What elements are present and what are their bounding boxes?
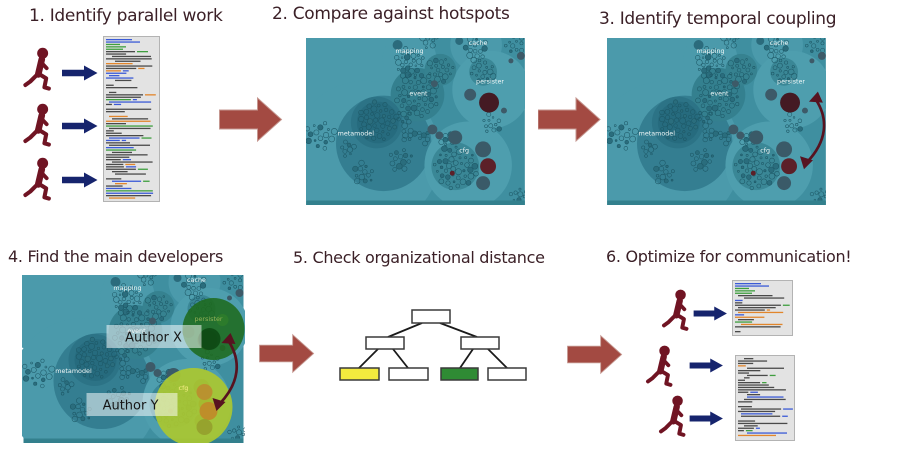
work-arrow-icon xyxy=(62,118,98,134)
package-label-event: event xyxy=(710,91,729,98)
running-person-icon xyxy=(646,345,673,387)
step-5-title: 5. Check organizational distance xyxy=(293,248,545,267)
temporal-coupling-map: mapping cache event persister metamodel cfg xyxy=(607,38,826,205)
main-developers-map: mappingcacheeventpersistermetamodelcfgpe… xyxy=(22,275,245,443)
package-label-mapping: mapping xyxy=(113,284,141,292)
code-listing-thumbnail xyxy=(732,280,793,336)
flow-arrow-icon xyxy=(538,96,601,143)
step-2-title: 2. Compare against hotspots xyxy=(272,4,510,24)
step-4-title: 4. Find the main developers xyxy=(8,247,223,266)
running-person-icon xyxy=(23,157,51,201)
package-label-cfg: cfg xyxy=(459,147,469,154)
developer-icon xyxy=(22,47,58,93)
org-node xyxy=(411,309,451,324)
big-right-arrow-icon xyxy=(567,334,623,375)
step-6-title: 6. Optimize for communication! xyxy=(606,247,852,266)
flow-arrow-icon xyxy=(256,333,318,374)
developer-icon xyxy=(658,394,692,440)
right-arrow-icon xyxy=(62,118,98,134)
org-node xyxy=(339,367,380,381)
package-label-metamodel: metamodel xyxy=(338,130,375,137)
package-label-cache: cache xyxy=(770,40,789,47)
developer-icon xyxy=(645,344,679,390)
developer-icon xyxy=(22,103,58,149)
big-right-arrow-icon xyxy=(219,96,283,143)
package-label-cfg: cfg xyxy=(179,384,189,392)
package-label-cache: cache xyxy=(469,40,488,47)
work-arrow-icon xyxy=(62,172,98,188)
package-label-mapping: mapping xyxy=(697,48,725,55)
right-arrow-icon xyxy=(693,306,727,321)
work-arrow-icon xyxy=(689,358,724,373)
org-node xyxy=(440,367,479,381)
work-arrow-icon xyxy=(689,411,724,426)
big-right-arrow-icon xyxy=(538,96,601,143)
package-label-persister: persister xyxy=(194,315,222,323)
right-arrow-icon xyxy=(689,358,723,373)
temporal-coupling-arrow xyxy=(212,333,239,411)
work-arrow-icon xyxy=(62,65,98,81)
author-x-label: Author X xyxy=(125,331,182,346)
package-label-mapping: mapping xyxy=(396,48,424,55)
package-label-cache: cache xyxy=(187,276,206,284)
running-person-icon xyxy=(662,289,689,331)
developer-icon xyxy=(661,288,695,334)
package-label-event: event xyxy=(409,91,428,98)
org-node xyxy=(487,367,527,381)
org-node xyxy=(365,336,405,350)
developer-icon xyxy=(22,157,58,203)
package-label-metamodel: metamodel xyxy=(639,130,676,137)
author-y-label: Author Y xyxy=(103,399,159,414)
org-chart xyxy=(338,304,550,392)
right-arrow-icon xyxy=(689,411,723,426)
org-node xyxy=(388,367,429,381)
big-right-arrow-icon xyxy=(259,333,315,374)
package-label-persister: persister xyxy=(777,79,805,86)
step-3-title: 3. Identify temporal coupling xyxy=(599,9,837,29)
running-person-icon xyxy=(23,47,51,91)
org-node xyxy=(460,336,500,350)
right-arrow-icon xyxy=(62,172,98,188)
right-arrow-icon xyxy=(62,65,98,81)
hotspot-map: mapping cache event persister metamodel cfg xyxy=(306,38,525,205)
flow-arrow-icon xyxy=(563,334,627,375)
work-arrow-icon xyxy=(693,306,728,321)
code-listing-thumbnail xyxy=(735,355,795,441)
step-1-title: 1. Identify parallel work xyxy=(29,6,223,26)
temporal-coupling-arrow xyxy=(800,91,826,170)
package-label-persister: persister xyxy=(476,79,504,86)
flow-arrow-icon xyxy=(218,96,284,143)
package-label-metamodel: metamodel xyxy=(55,367,92,375)
running-person-icon xyxy=(659,395,686,437)
code-listing-thumbnail xyxy=(103,36,160,202)
package-label-cfg: cfg xyxy=(760,147,770,154)
running-person-icon xyxy=(23,103,51,147)
